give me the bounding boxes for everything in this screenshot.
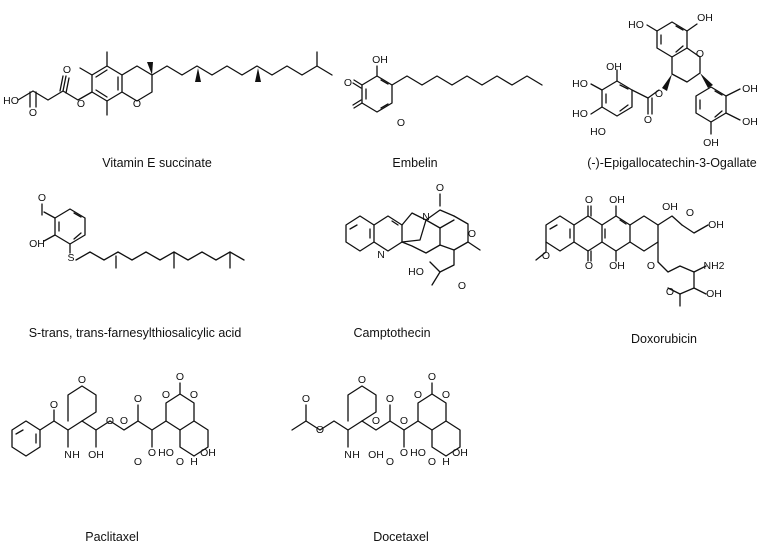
compound-vitamin-e-succinate: HO O O O O Vitamin E succinate	[3, 51, 333, 170]
atom-label: O	[666, 286, 674, 298]
atom-label: HO	[3, 95, 19, 107]
atom-label: OH	[742, 83, 758, 95]
compound-paclitaxel: O O N H OH O O O O OH HO H O O O O O Pac…	[11, 371, 216, 544]
caption-camptothecin: Camptothecin	[353, 326, 430, 340]
atom-label: O	[686, 207, 694, 219]
atom-label: N	[377, 249, 385, 261]
caption-egcg: (-)-Epigallocatechin-3-Ogallate	[587, 156, 757, 170]
atom-label: OH	[708, 219, 724, 231]
atom-label: S	[67, 252, 74, 264]
atom-label: O	[120, 415, 128, 427]
caption-doxorubicin: Doxorubicin	[631, 332, 697, 346]
atom-label: O	[77, 98, 85, 110]
atom-label: OH	[706, 288, 722, 300]
atom-label: O	[134, 456, 142, 468]
atom-label: N	[64, 449, 72, 461]
atom-label: OH	[452, 447, 468, 459]
atom-label: HO	[158, 447, 174, 459]
atom-label: O	[386, 456, 394, 468]
caption-docetaxel: Docetaxel	[373, 530, 429, 544]
compound-fts: O OH S S-trans, trans-farnesylthiosalicy…	[29, 192, 245, 340]
caption-fts: S-trans, trans-farnesylthiosalicylic aci…	[29, 326, 242, 340]
atom-label: H	[352, 449, 360, 461]
atom-label: N	[422, 211, 430, 223]
atom-label: HO	[572, 108, 588, 120]
atom-label: HO	[628, 19, 644, 31]
atom-label: O	[696, 48, 704, 60]
atom-label: O	[442, 389, 450, 401]
atom-label: O	[372, 415, 380, 427]
atom-label: OH	[703, 137, 719, 149]
atom-label: H	[442, 456, 450, 468]
atom-label: O	[400, 415, 408, 427]
atom-label: O	[106, 415, 114, 427]
atom-label: O	[436, 182, 444, 194]
atom-label: O	[133, 98, 141, 110]
atom-label: O	[63, 64, 71, 76]
atom-label: OH	[200, 447, 216, 459]
atom-label: O	[468, 228, 476, 240]
atom-label: HO	[410, 447, 426, 459]
atom-label: O	[542, 250, 550, 262]
atom-label: OH	[368, 449, 384, 461]
atom-label: O	[176, 371, 184, 383]
atom-label: H	[72, 449, 80, 461]
atom-label: O	[38, 192, 46, 204]
atom-label: O	[148, 447, 156, 459]
compound-docetaxel: O O N H OH O O O O OH HO H O O O O O O D…	[291, 371, 468, 544]
atom-label: O	[190, 389, 198, 401]
atom-label: OH	[609, 260, 625, 272]
compound-camptothecin: N N O O HO O Camptothecin	[345, 182, 481, 340]
atom-label: O	[386, 393, 394, 405]
compound-doxorubicin: O OH O OH OH O O OH O O NH2 OH Doxorubic…	[535, 194, 725, 346]
compound-egcg: OH HO OH O HO HO O OH HO OH OH O (-)-Epi…	[572, 12, 758, 170]
atom-label: OH	[609, 194, 625, 206]
atom-label: O	[585, 194, 593, 206]
atom-label: O	[428, 456, 436, 468]
atom-label: O	[358, 374, 366, 386]
atom-label: O	[655, 88, 663, 100]
atom-label: O	[458, 280, 466, 292]
atom-label: O	[397, 117, 405, 129]
caption-paclitaxel: Paclitaxel	[85, 530, 139, 544]
atom-label: O	[302, 393, 310, 405]
atom-label: OH	[697, 12, 713, 24]
atom-label: HO	[408, 266, 424, 278]
compound-embelin: OH O O Embelin	[344, 54, 543, 170]
atom-label: NH2	[703, 260, 724, 272]
atom-label: O	[585, 260, 593, 272]
atom-label: OH	[742, 116, 758, 128]
atom-label: O	[134, 393, 142, 405]
atom-label: O	[647, 260, 655, 272]
atom-label: O	[400, 447, 408, 459]
caption-embelin: Embelin	[392, 156, 437, 170]
atom-label: OH	[29, 238, 45, 250]
atom-label: O	[50, 399, 58, 411]
atom-label: OH	[606, 61, 622, 73]
atom-label: O	[316, 424, 324, 436]
atom-label: O	[162, 389, 170, 401]
atom-label: O	[644, 114, 652, 126]
atom-label: HO	[590, 126, 606, 138]
atom-label: O	[176, 456, 184, 468]
atom-label: N	[344, 449, 352, 461]
atom-label: O	[29, 107, 37, 119]
caption-vitamin-e-succinate: Vitamin E succinate	[102, 156, 212, 170]
atom-label: O	[344, 77, 352, 89]
atom-label: O	[78, 374, 86, 386]
atom-label: O	[414, 389, 422, 401]
atom-label: OH	[662, 201, 678, 213]
atom-label: OH	[372, 54, 388, 66]
atom-label: HO	[572, 78, 588, 90]
atom-label: OH	[88, 449, 104, 461]
atom-label: H	[190, 456, 198, 468]
atom-label: O	[428, 371, 436, 383]
